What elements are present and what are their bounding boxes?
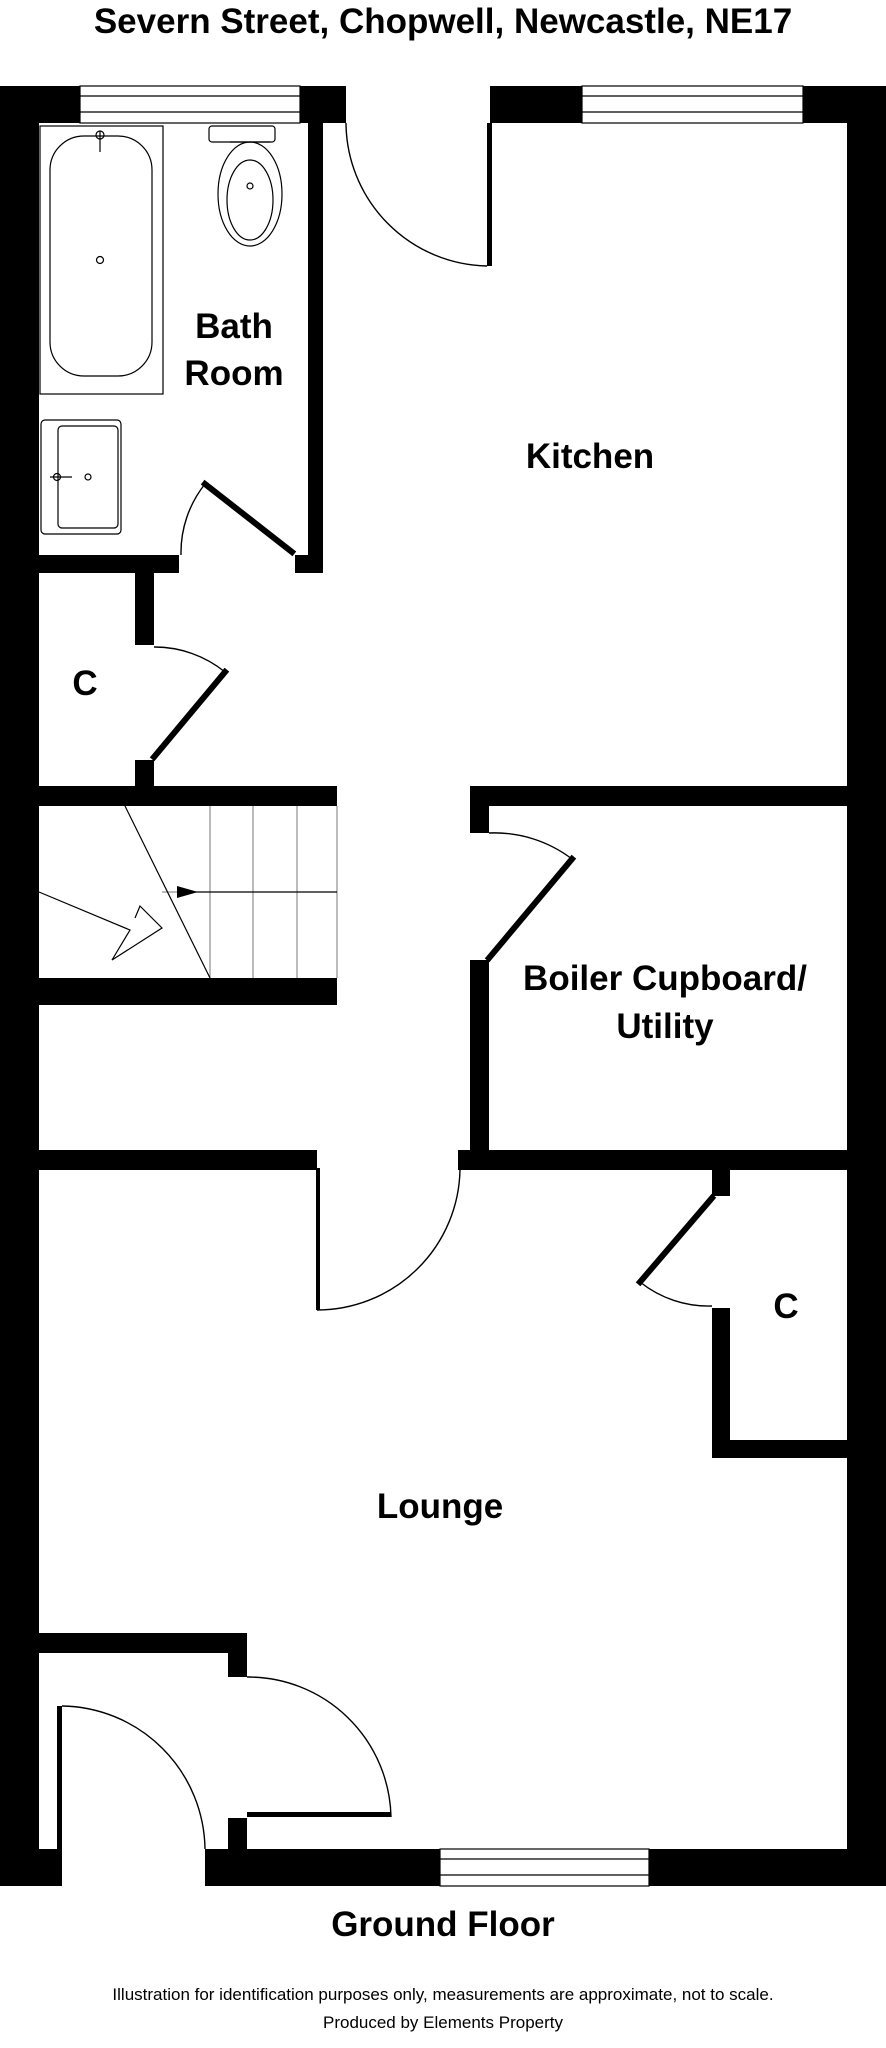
lounge-label: Lounge	[377, 1487, 503, 1526]
porch-wall-stub-bottom	[228, 1818, 247, 1851]
bathroom-label-line1: Bath	[195, 307, 273, 346]
outer-wall-bottom-mid	[205, 1849, 440, 1886]
toilet-icon	[208, 125, 283, 247]
lounge-door	[316, 1168, 461, 1311]
lower-cupboard-door	[635, 1193, 717, 1307]
boiler-door	[484, 832, 577, 963]
bathtub-icon	[39, 125, 164, 395]
outer-wall-bottom-left	[0, 1849, 62, 1886]
bathroom-right-wall	[308, 123, 323, 573]
lower-cupboard-bottom-wall	[712, 1440, 847, 1458]
lower-cupboard-label: C	[773, 1287, 798, 1326]
boiler-top-wall	[470, 786, 847, 806]
bathroom-wall-stub	[295, 555, 323, 573]
boiler-label-line1: Boiler Cupboard/	[523, 959, 807, 998]
outer-wall-right	[847, 86, 886, 1886]
lounge-top-wall-left	[39, 1150, 317, 1170]
bathroom-window	[79, 85, 301, 124]
upper-cupboard-wall-bottom	[135, 760, 154, 790]
boiler-left-wall-stub	[470, 786, 489, 833]
outer-wall-left	[0, 86, 39, 1886]
upper-cupboard-wall-top	[135, 573, 154, 645]
upper-cupboard-door	[149, 646, 230, 762]
kitchen-label: Kitchen	[526, 437, 654, 476]
stairs-top-wall	[39, 786, 337, 806]
stairs-bottom-wall	[39, 978, 337, 1005]
outer-wall-bottom-right	[649, 1849, 886, 1886]
bathroom-door	[180, 479, 297, 557]
floor-level-label: Ground Floor	[331, 1905, 555, 1944]
kitchen-window	[581, 85, 804, 124]
front-entrance-door	[57, 1705, 206, 1851]
lower-cupboard-wall-top	[712, 1170, 730, 1196]
outer-wall-top-kitchen-left	[490, 86, 582, 123]
boiler-left-wall	[470, 960, 489, 1155]
upper-cupboard-label: C	[72, 664, 97, 703]
disclaimer-text: Illustration for identification purposes…	[112, 1985, 774, 2004]
staircase	[38, 805, 338, 979]
washbasin-icon	[40, 419, 122, 535]
lounge-window	[439, 1848, 650, 1887]
porch-wall-stub-top	[228, 1633, 247, 1677]
outer-wall-top-mid	[300, 86, 346, 123]
boiler-label-line2: Utility	[616, 1007, 714, 1046]
bathroom-bottom-wall	[39, 555, 179, 573]
porch-inner-door	[246, 1676, 392, 1818]
stairs-direction-arrow	[177, 886, 198, 898]
produced-by-text: Produced by Elements Property	[322, 2013, 563, 2032]
bathroom-label-line2: Room	[184, 354, 283, 393]
porch-top-wall	[39, 1633, 247, 1653]
kitchen-external-door	[345, 122, 492, 267]
lower-cupboard-wall-left	[712, 1308, 730, 1458]
property-address-title: Severn Street, Chopwell, Newcastle, NE17	[93, 2, 793, 41]
lounge-top-wall-right	[458, 1150, 847, 1170]
